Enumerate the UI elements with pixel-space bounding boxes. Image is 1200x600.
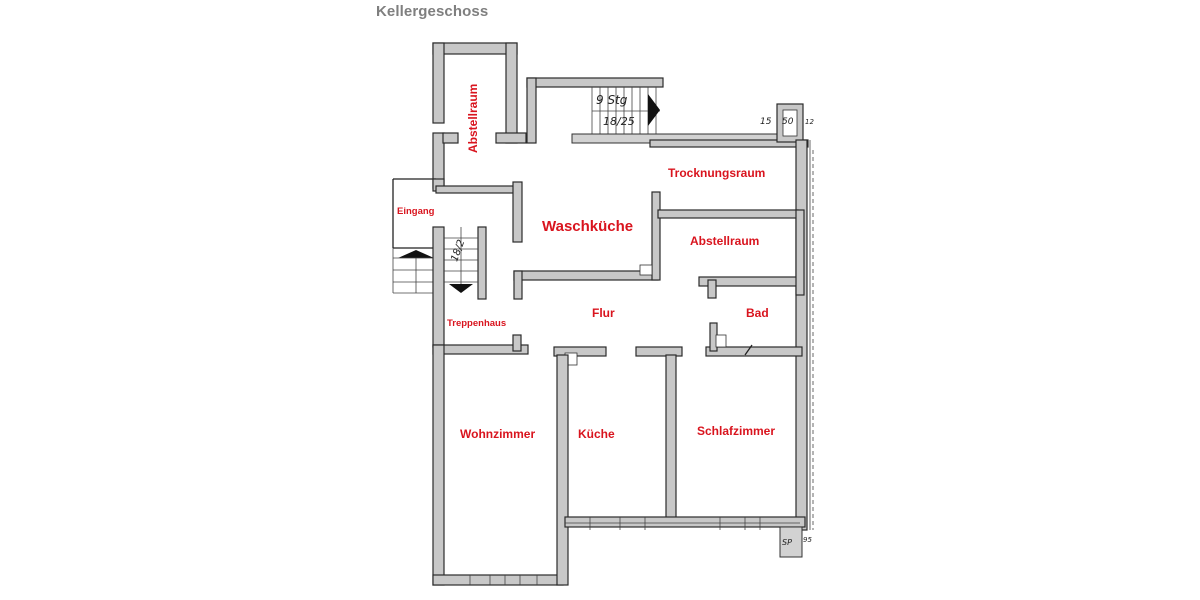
room-label-abstellraum-right: Abstellraum xyxy=(690,234,760,248)
room-label-treppenhaus: Treppenhaus xyxy=(447,318,507,329)
room-label-waschkueche: Waschküche xyxy=(542,218,634,235)
top-wall-right: 15 50 12 xyxy=(571,103,814,148)
entrance-steps xyxy=(392,248,436,294)
stair-left-size-text: 18/2 xyxy=(449,238,467,263)
treppenhaus-stairs: 18/2 xyxy=(432,226,487,348)
entrance-arrow-icon xyxy=(398,250,434,258)
room-label-wohnzimmer: Wohnzimmer xyxy=(460,427,536,441)
stair-top-steps-text: 9 Stg xyxy=(596,93,628,107)
corner-sp-text: SP xyxy=(782,538,792,547)
eingang-box xyxy=(392,178,523,249)
stair-direction-arrow-icon xyxy=(648,94,660,126)
room-label-bad: Bad xyxy=(746,306,769,320)
room-label-abstellraum-top: Abstellraum xyxy=(466,83,480,153)
room-label-schlafzimmer: Schlafzimmer xyxy=(697,424,776,438)
room-label-kueche: Küche xyxy=(578,427,615,441)
stair-down-arrow-icon xyxy=(449,284,473,293)
wohnzimmer-walls xyxy=(432,344,569,586)
top-staircase: 9 Stg 18/25 xyxy=(526,77,664,144)
middle-walls xyxy=(513,191,805,300)
page-title: Kellergeschoss xyxy=(376,3,489,20)
flur-walls xyxy=(432,322,803,366)
abstellraum-top-walls xyxy=(432,42,527,189)
stair-top-size-text: 18/25 xyxy=(603,115,635,128)
corner-num-text: 95 xyxy=(803,536,812,544)
chimney-left-text: 15 xyxy=(760,117,772,127)
chimney-right-text: 12 xyxy=(805,118,814,126)
room-label-eingang: Eingang xyxy=(397,206,435,217)
right-exterior-wall xyxy=(795,139,814,531)
room-label-trocknungsraum: Trocknungsraum xyxy=(668,166,766,180)
room-label-flur: Flur xyxy=(592,306,615,320)
chimney-mid-text: 50 xyxy=(782,117,794,127)
kueche-schlafzimmer-walls: SP 95 xyxy=(564,354,812,558)
